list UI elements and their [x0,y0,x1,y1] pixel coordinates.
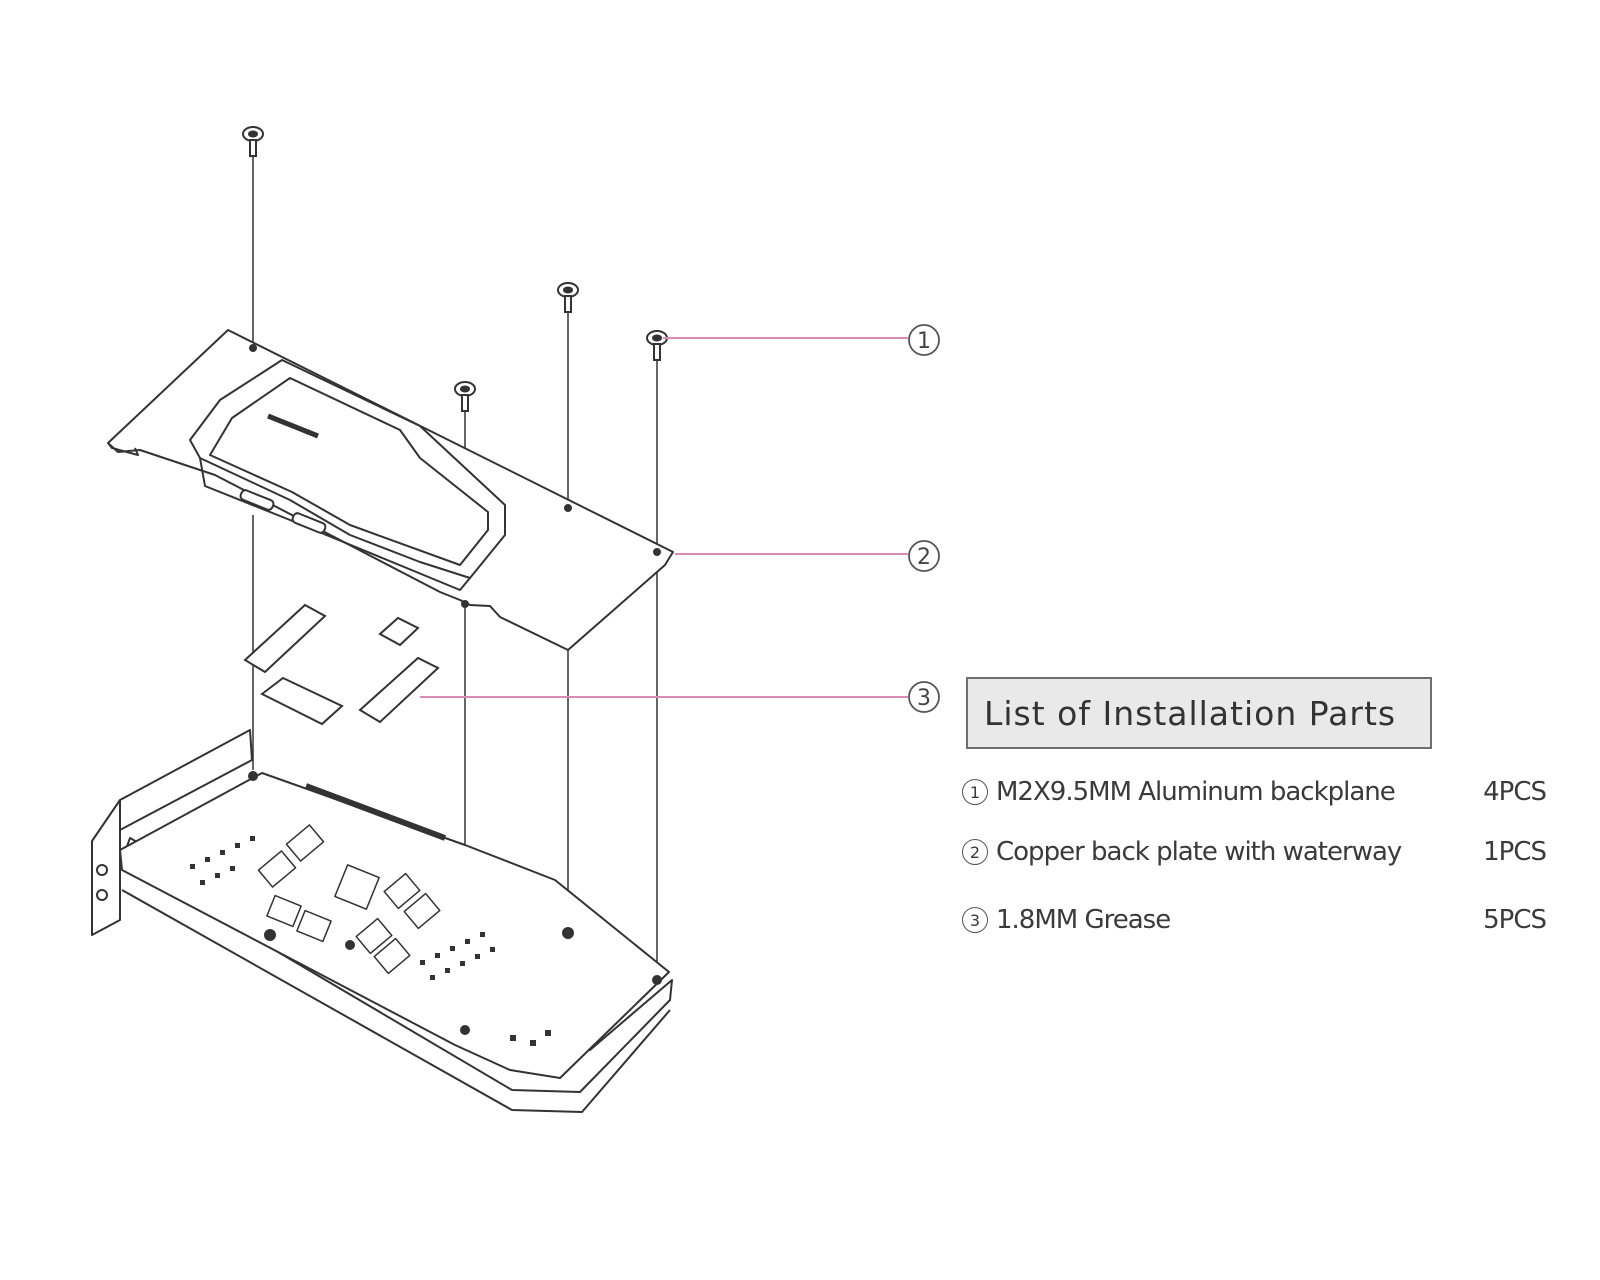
part-name: Copper back plate with waterway [996,837,1402,867]
parts-list: 1 M2X9.5MM Aluminum backplane 4PCS 2 Cop… [962,772,1547,940]
screw-3 [454,381,476,412]
part-number-badge: 1 [962,779,988,805]
part-quantity: 4PCS [1483,777,1547,807]
part-number-badge: 3 [962,907,988,933]
part-number-badge: 2 [962,839,988,865]
parts-list-title-box: List of Installation Parts [966,677,1432,749]
part-name: 1.8MM Grease [996,905,1171,935]
parts-list-item: 1 M2X9.5MM Aluminum backplane 4PCS [962,772,1547,812]
callout-1: 1 [663,324,940,356]
parts-list-title: List of Installation Parts [984,693,1397,733]
thermal-pads [243,603,440,726]
screw-1 [242,126,264,157]
parts-list-item: 3 1.8MM Grease 5PCS [962,900,1547,940]
callout-1-number: 1 [917,329,931,354]
part-quantity: 1PCS [1483,837,1547,867]
copper-back-plate [107,329,674,651]
screw-4 [646,330,668,361]
callout-3-number: 3 [917,686,931,711]
callout-2: 2 [675,540,940,572]
parts-list-item: 2 Copper back plate with waterway 1PCS [962,832,1547,872]
part-name: M2X9.5MM Aluminum backplane [996,777,1396,807]
screw-2 [557,282,579,313]
part-quantity: 5PCS [1483,905,1547,935]
callout-2-number: 2 [917,545,931,570]
graphics-card [91,729,673,1113]
callout-3: 3 [420,681,940,713]
